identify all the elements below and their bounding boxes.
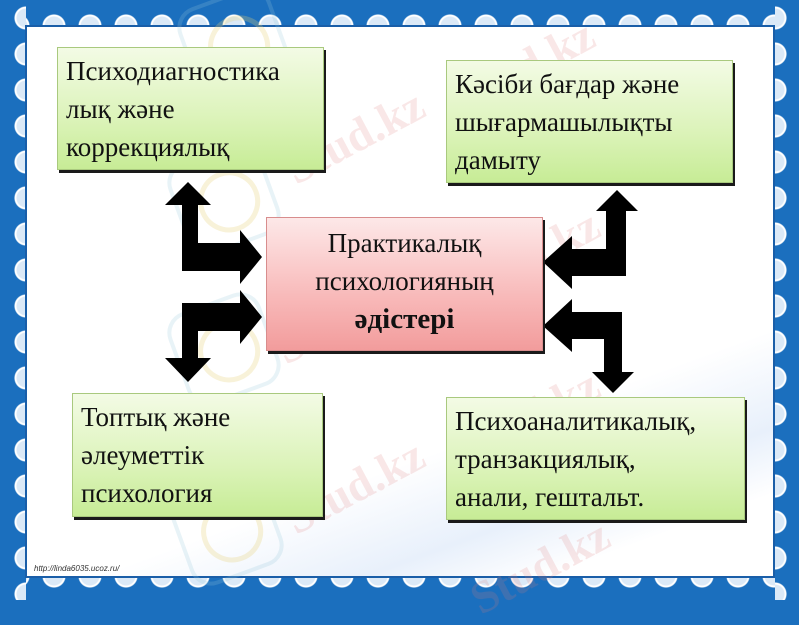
bent-double-arrow-icon-top-left: [165, 182, 262, 284]
box-text-line: шығармашылықты: [455, 107, 673, 137]
border-pattern-left: [0, 0, 26, 600]
border-pattern-bottom: [0, 576, 799, 600]
box-text-line: коррекциялық: [66, 132, 230, 162]
method-box-psychoanalytic: Психоаналитикалық, транзакциялық, анали,…: [446, 397, 745, 520]
box-text-line: дамыту: [455, 145, 541, 175]
box-text-line: Топтық және: [81, 402, 231, 432]
box-text-line: анали, гештальт.: [455, 482, 645, 512]
box-text-line: транзакциялық,: [455, 444, 636, 474]
border-pattern-right: [775, 0, 799, 600]
central-topic-line: Практикалық: [327, 228, 482, 258]
bent-double-arrow-icon-bottom-right: [543, 299, 634, 393]
method-box-group-social: Топтық және әлеуметтік психология: [72, 393, 323, 517]
box-text-line: психология: [81, 478, 213, 508]
connector-arrows: [165, 182, 638, 393]
box-text-line: Психодиагностика: [66, 56, 280, 86]
box-text-line: әлеуметтік: [81, 440, 205, 470]
bent-double-arrow-icon-bottom-left: [165, 290, 262, 382]
footer-url: http://linda6035.ucoz.ru/: [34, 564, 120, 573]
central-topic-line-bold: әдістері: [354, 303, 455, 335]
method-box-psychodiagnostics: Психодиагностика лық және коррекциялық: [57, 47, 324, 170]
central-topic-box: Практикалық психологияның әдістері: [266, 217, 543, 351]
bent-double-arrow-icon-top-right: [543, 190, 638, 289]
box-text-line: лық және: [66, 94, 175, 124]
method-box-career-guidance: Кәсіби бағдар және шығармашылықты дамыту: [446, 60, 733, 183]
central-topic-line: психологияның: [315, 266, 494, 296]
box-text-line: Психоаналитикалық,: [455, 406, 697, 436]
box-text-line: Кәсіби бағдар және: [455, 69, 680, 99]
border-pattern-top: [0, 0, 799, 26]
